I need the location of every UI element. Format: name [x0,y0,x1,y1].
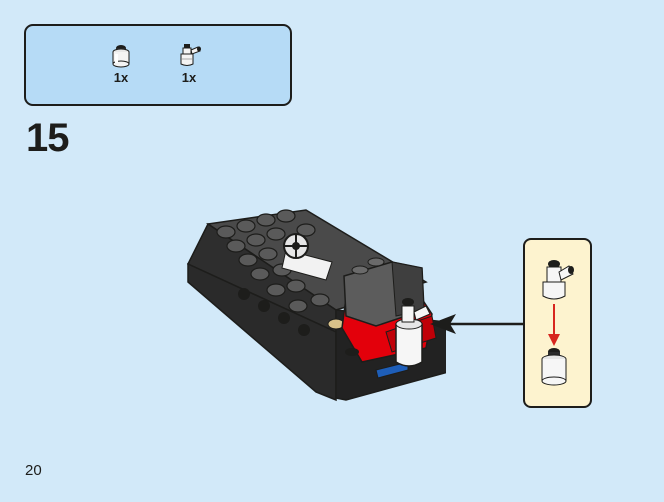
parts-list-item: 1x [106,42,136,85]
assembly-detail-illustration [541,260,574,386]
part-quantity: 1x [181,70,197,85]
sub-assembly-callout [523,238,592,408]
parts-list-item: 1x [174,42,204,85]
step-number: 15 [26,116,69,160]
part-quantity: 1x [113,70,129,85]
round-brick-1x1-white-icon [112,45,130,68]
hose-nozzle-white-icon [180,44,201,66]
vehicle-model-illustration [186,209,446,402]
pointer-arrow [430,314,524,334]
parts-list-box: 1x 1x [24,24,292,106]
page-number: 20 [25,462,42,479]
